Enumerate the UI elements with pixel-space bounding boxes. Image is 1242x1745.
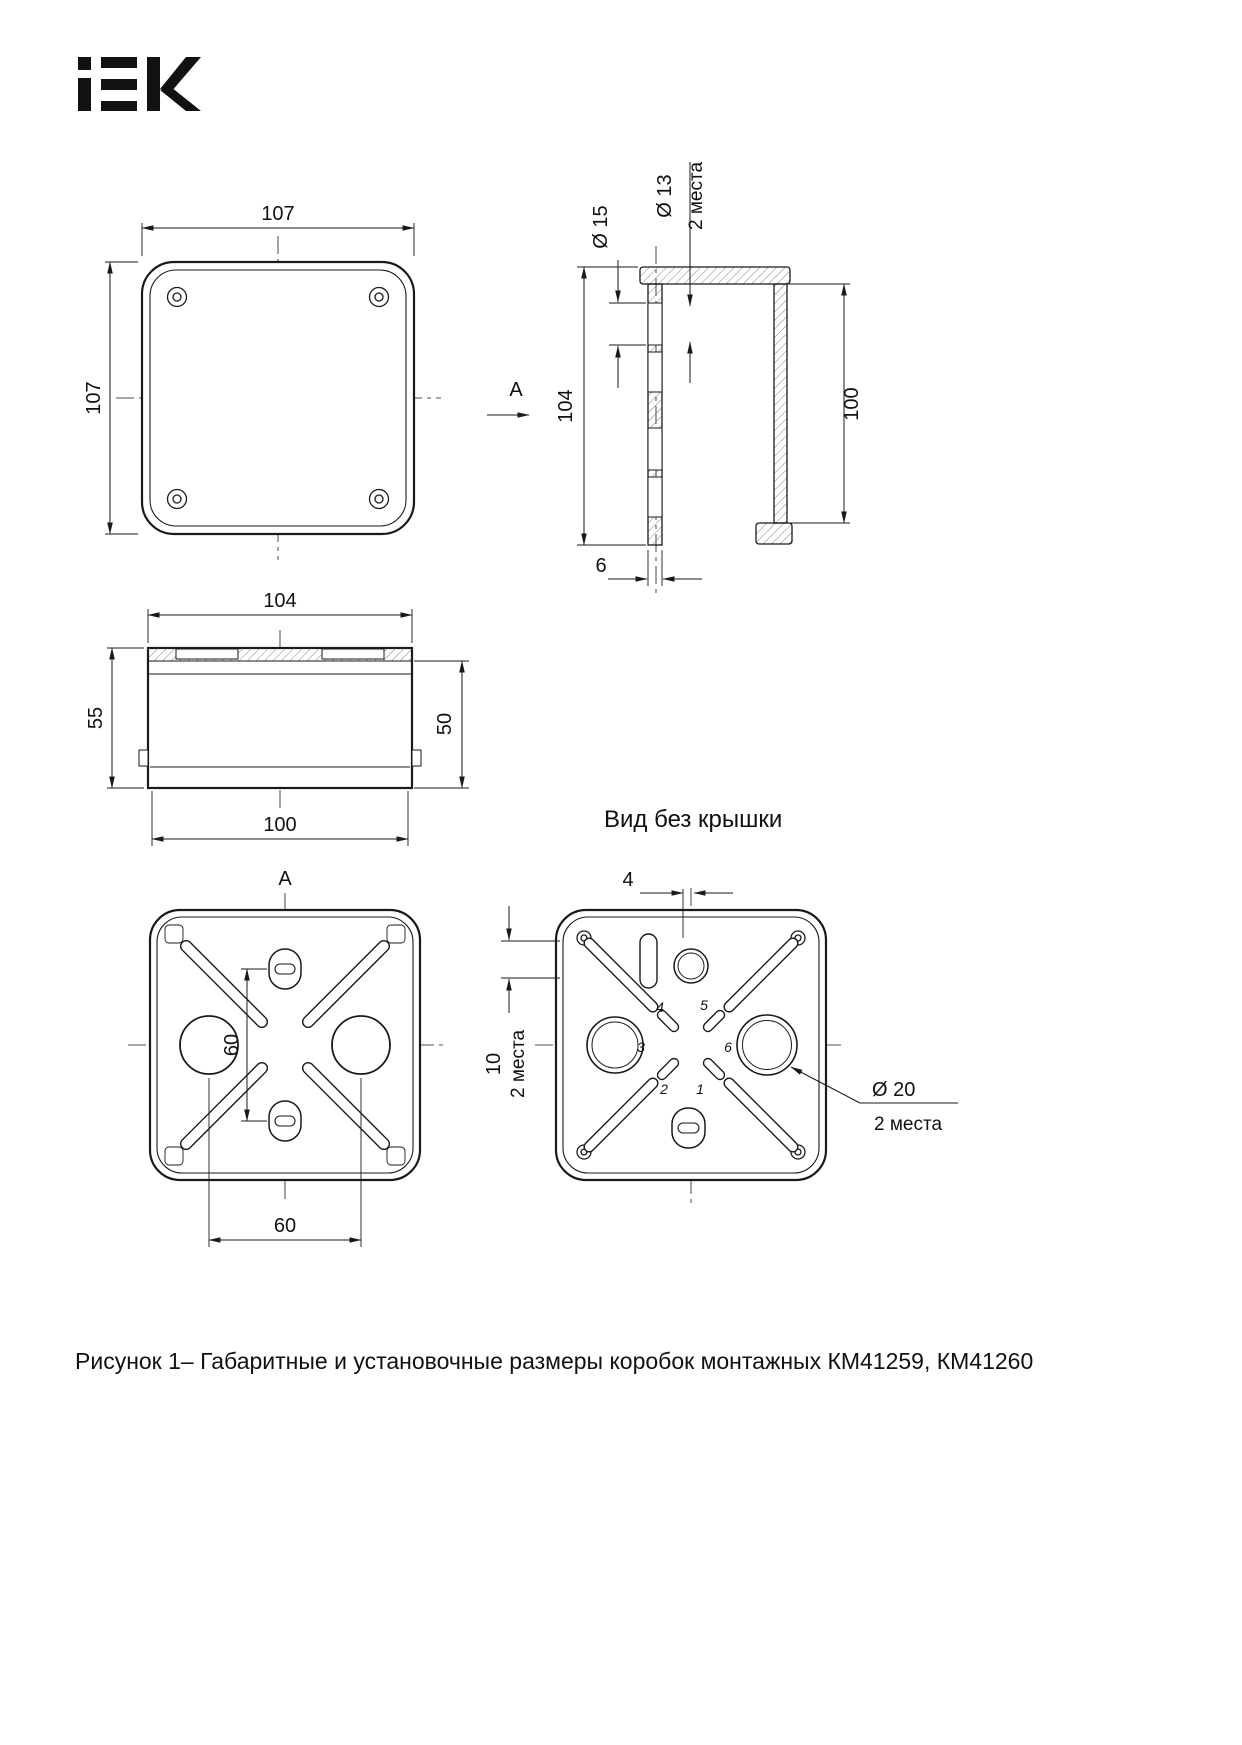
view-arrow-label: A <box>509 379 523 401</box>
dim-view-a-horizontal: 60 <box>274 1215 296 1237</box>
top-slot-knockout <box>639 933 658 989</box>
leader-d20 <box>790 1066 861 1104</box>
knockout-hole <box>331 1015 391 1075</box>
dim-d20-note: 2 места <box>874 1114 942 1135</box>
dim-section-left: 104 <box>555 389 577 422</box>
cover-slot <box>175 648 239 660</box>
oval-knockout-bottom <box>268 1100 302 1142</box>
top-circle-knockout <box>673 948 709 984</box>
dim-front-height: 107 <box>83 381 105 414</box>
box-bottom-inner-edge <box>156 916 414 1174</box>
mount-foot-section <box>755 522 793 545</box>
side-lug <box>138 749 149 767</box>
box-open-inner-edge <box>562 916 820 1174</box>
knockout-hole <box>179 1015 239 1075</box>
view-a: A 60 <box>128 868 443 1247</box>
extension-lines <box>577 266 646 546</box>
dim-open-left: 10 <box>483 1053 505 1075</box>
oval-knockout-top <box>268 948 302 990</box>
elevation-view: 104 55 50 100 <box>85 590 469 846</box>
right-wall-section <box>773 283 788 524</box>
side-lug <box>411 749 422 767</box>
oval-knockout-bottom <box>671 1107 706 1149</box>
dim-d20: Ø 20 <box>872 1079 915 1101</box>
extension-lines <box>107 647 144 789</box>
dim-elevation-left: 55 <box>85 707 107 729</box>
knockout-number-3: 3 <box>637 1039 645 1055</box>
dim-elevation-top: 104 <box>263 590 296 612</box>
dim-front-width: 107 <box>261 203 294 225</box>
knockout-number-2: 2 <box>659 1081 668 1097</box>
extension-lines <box>647 550 663 586</box>
dim-elevation-bottom: 100 <box>263 814 296 836</box>
no-cover-view-title: Вид без крышки <box>604 806 782 833</box>
extension-lines <box>501 940 560 979</box>
view-direction-arrow: A <box>487 379 530 418</box>
logo-k-arm <box>160 87 201 111</box>
section-view: Ø 15 Ø 13 2 места 104 100 6 <box>555 162 863 595</box>
dim-open-left-note: 2 места <box>508 1030 529 1098</box>
figure-caption: Рисунок 1– Габаритные и установочные раз… <box>75 1348 1033 1374</box>
logo-i-dot <box>78 57 91 70</box>
wall-knockouts <box>647 302 663 518</box>
extension-lines <box>208 1078 362 1247</box>
extension-lines <box>789 283 850 524</box>
logo-e-bar <box>101 57 137 68</box>
knockout-number-6: 6 <box>724 1039 732 1055</box>
cover-screws <box>166 286 390 510</box>
logo-e-bar <box>101 79 137 90</box>
knockout-numbers: 1 2 3 4 5 6 <box>637 997 732 1097</box>
dim-d13: Ø 13 <box>654 174 676 217</box>
dim-wall-thickness: 6 <box>595 555 606 577</box>
knockout-number-1: 1 <box>696 1081 704 1097</box>
dim-d13-note: 2 места <box>686 162 707 230</box>
view-a-title: A <box>278 868 292 890</box>
logo-e-bar <box>101 101 137 111</box>
logo-k-stem <box>147 57 160 111</box>
knockout-hole-right <box>736 1014 798 1076</box>
open-view: 1 2 3 4 5 6 4 10 2 места Ø 20 2 места <box>483 869 958 1203</box>
logo-i-stem <box>78 78 91 111</box>
dim-elevation-right: 50 <box>434 713 456 735</box>
diagonal-slots <box>583 937 799 1153</box>
logo-k-arm <box>160 57 201 92</box>
corner-bosses <box>164 924 406 1166</box>
knockout-hole-left <box>586 1016 644 1074</box>
dim-open-offset: 4 <box>622 869 633 891</box>
front-view: 107 107 <box>83 203 441 560</box>
knockout-number-4: 4 <box>656 999 664 1015</box>
iek-logo: iEK <box>78 57 201 111</box>
box-cover-outline <box>140 260 416 536</box>
cover-slot <box>321 648 385 660</box>
knockout-number-5: 5 <box>700 997 708 1013</box>
dim-d15: Ø 15 <box>590 205 612 248</box>
box-cover-inner-edge <box>149 269 407 527</box>
cover-section <box>639 266 791 285</box>
dim-view-a-vertical: 60 <box>221 1034 243 1056</box>
extension-lines <box>609 302 646 346</box>
dim-section-right: 100 <box>841 387 863 420</box>
